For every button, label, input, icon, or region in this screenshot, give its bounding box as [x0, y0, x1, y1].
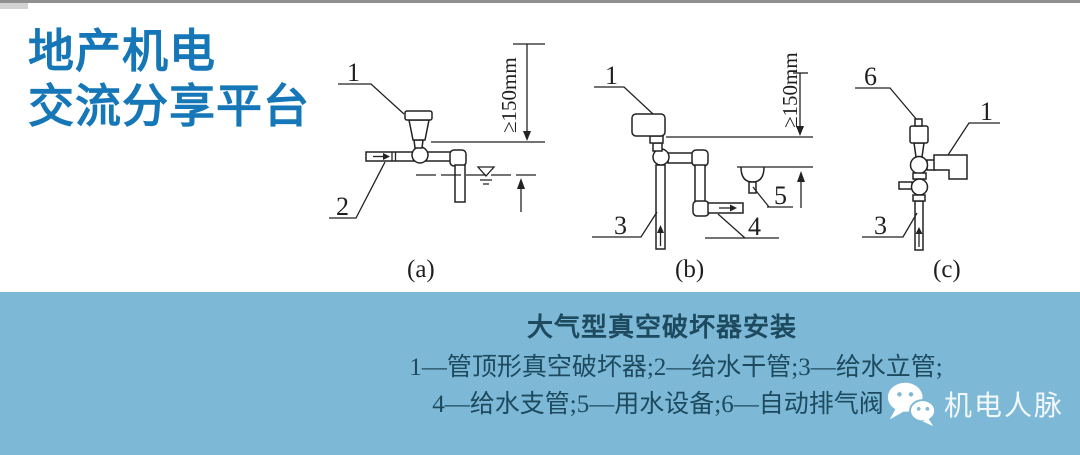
- sink-height-arrow: [797, 171, 805, 208]
- shutoff-valve: [898, 172, 929, 202]
- part-label-2: 2: [336, 192, 349, 221]
- figure-c-drawing: 6: [855, 62, 1000, 283]
- label-6-leader: 6: [855, 62, 918, 121]
- top-left-notch: [0, 3, 28, 9]
- figure-b-caption: (b): [675, 256, 704, 283]
- air-vent-valve: [909, 118, 929, 158]
- vacuum-breaker: [631, 113, 670, 166]
- label-3-leader: 3: [862, 211, 918, 240]
- part-label-1: 1: [980, 97, 993, 126]
- label-1-leader: 1: [338, 58, 405, 115]
- label-2-leader: 2: [329, 161, 386, 221]
- figure-b: 1: [560, 40, 840, 285]
- dimension-text: ≥150mm: [778, 52, 802, 128]
- figure-c-caption: (c): [933, 256, 961, 283]
- figure-c: 6: [830, 40, 1060, 285]
- part-label-3: 3: [874, 211, 887, 240]
- part-label-3: 3: [614, 211, 627, 240]
- riser-pipe: [655, 164, 666, 250]
- figure-title: 大气型真空破坏器安装: [526, 313, 798, 342]
- dimension-150mm: ≥150mm: [778, 52, 808, 136]
- part-label-5: 5: [774, 181, 787, 210]
- vacuum-breaker: [404, 110, 433, 164]
- water-depth-arrow: [517, 178, 525, 212]
- label-3-leader: 3: [592, 211, 658, 240]
- dimension-arrow-down: [523, 131, 531, 141]
- watermark-label: 机电人脉: [944, 390, 1065, 421]
- wechat-icon: [887, 382, 937, 427]
- figure-b-drawing: 1: [592, 52, 813, 283]
- water-level-symbol: [476, 166, 496, 185]
- riser-pipe: [914, 200, 924, 251]
- part-label-4: 4: [748, 212, 761, 241]
- label-1-leader: 1: [947, 97, 1000, 156]
- supply-main-pipe: [365, 151, 454, 162]
- tee-and-device: [909, 154, 968, 180]
- flow-arrow-right: [383, 153, 390, 160]
- part-label-6: 6: [864, 62, 877, 91]
- arrow-up: [517, 178, 525, 189]
- flow-arrow-up: [657, 225, 664, 233]
- part-label-1: 1: [347, 58, 360, 87]
- sink-fixture: [740, 166, 765, 194]
- figure-a-caption: (a): [407, 256, 435, 283]
- vacuum-breaker-body: [933, 154, 968, 180]
- flow-arrow-up: [915, 227, 923, 234]
- top-divider-bar: [0, 0, 1080, 3]
- watermark: 机电人脉: [884, 378, 1064, 430]
- dimension-text: ≥150mm: [497, 57, 521, 133]
- caption-panel: 大气型真空破坏器安装 1—管顶形真空破坏器;2—给水干管;3—给水立管; 4—给…: [0, 292, 1080, 455]
- elbow-and-drop-pipe: [449, 149, 467, 203]
- brand-header: 地产机电 交流分享平台: [28, 24, 310, 134]
- dimension-150mm: ≥150mm: [497, 43, 545, 141]
- flow-arrow-right: [730, 204, 737, 212]
- brand-line-1: 地产机电: [28, 25, 216, 77]
- legend-line-2: 4—给水支管;5—用水设备;6—自动排气阀: [432, 391, 884, 418]
- arrow-up: [797, 171, 805, 182]
- branch-pipes: [667, 149, 744, 217]
- part-label-1: 1: [605, 61, 618, 90]
- figure-a: 1: [300, 40, 560, 285]
- brand-line-2: 交流分享平台: [28, 80, 310, 132]
- legend-line-1: 1—管顶形真空破坏器;2—给水干管;3—给水立管;: [409, 354, 943, 381]
- label-1-leader: 1: [594, 61, 654, 115]
- dimension-arrow-down: [796, 126, 804, 136]
- label-4-leader: 4: [705, 212, 779, 241]
- figure-a-drawing: 1: [329, 43, 545, 283]
- label-5-leader: 5: [752, 181, 793, 210]
